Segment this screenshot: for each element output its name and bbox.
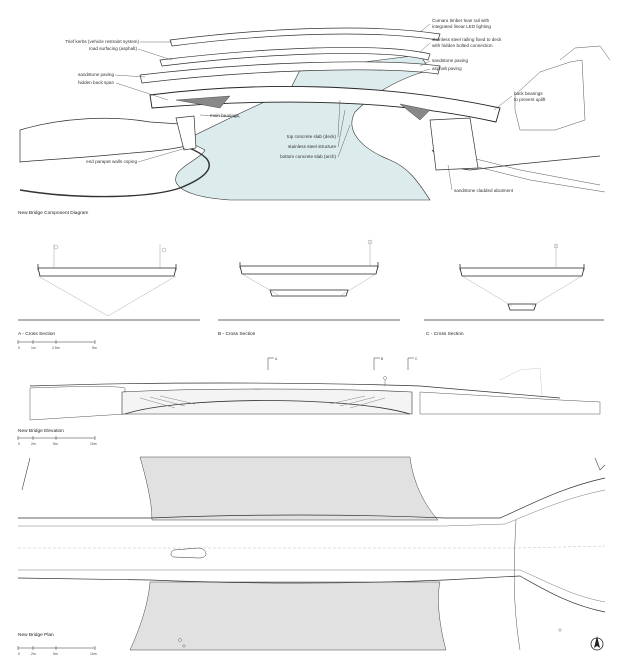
bridge-plan: New Bridge Plan 0 2m 5m 10m: [17, 456, 606, 656]
label-main-bearings: main bearings: [210, 113, 240, 118]
scale-elevation-1: 2m: [31, 442, 36, 446]
section-b: B - Cross Section: [218, 239, 400, 337]
section-marker-c-label: C: [415, 357, 418, 361]
label-bottom-slab: bottom concrete slab (arch): [280, 154, 336, 159]
left-bank: [19, 117, 187, 163]
scale-plan-2: 5m: [53, 652, 58, 656]
label-lean-rail-2: integrated linear LED lighting: [432, 24, 491, 29]
section-marker-a: [267, 357, 274, 370]
scale-elevation-3: 10m: [90, 442, 97, 446]
component-diagram: Trief kerbs (vehicle restraint system) r…: [18, 18, 611, 216]
elevation-struts: [139, 395, 386, 409]
scale-section-3: 5m: [92, 346, 97, 350]
title-plan: New Bridge Plan: [18, 632, 54, 638]
elevation-deck-lower: [121, 388, 413, 415]
river-water: [175, 54, 431, 201]
bridge-elevation: A B C New Bridge Elevation 0 2m 5m 10m: [17, 357, 601, 446]
scale-elevation-2: 5m: [53, 442, 58, 446]
plan-car: [170, 547, 207, 559]
steel-structure-hatch: [175, 95, 431, 121]
section-marker-c: [407, 357, 414, 370]
scale-plan-0: 0: [18, 652, 20, 656]
plan-road-edge-south: [17, 575, 606, 613]
right-abutment: [429, 117, 479, 171]
scale-plan-3: 10m: [90, 652, 97, 656]
section-a: A - Cross Section 0 1m 2.5m 5m: [17, 244, 200, 350]
plan-path-curve: [513, 519, 521, 651]
deck-top-slab: [149, 86, 501, 123]
left-bank-curve: [19, 145, 210, 198]
houses-outline: [514, 45, 611, 131]
label-asphalt-paving: asphalt paving: [432, 66, 462, 71]
label-railing-1: stainless steel railing fixed to deck: [432, 37, 502, 42]
label-steel-structure: stainless steel structure: [288, 144, 336, 149]
label-end-parapet: end parapet walls coping: [86, 159, 137, 164]
label-lean-rail-1: Cumaru timber lean rail with: [432, 18, 490, 23]
plan-road-edge-north: [18, 477, 606, 519]
plan-river-north: [139, 456, 439, 521]
section-c: C - Cross Section: [424, 243, 604, 337]
scale-plan-1: 2m: [31, 652, 36, 656]
cross-sections: A - Cross Section 0 1m 2.5m 5m B - Cross…: [17, 239, 604, 350]
plan-road-edge-north-inner: [18, 489, 606, 527]
scale-section-2: 2.5m: [52, 346, 60, 350]
label-sandstone-paving-right: sandstone paving: [432, 58, 468, 63]
plan-road-edge-south-inner: [18, 569, 606, 603]
elevation-deck: [29, 382, 561, 399]
section-marker-a-label: A: [275, 357, 278, 361]
timber-lean-rail: [169, 27, 441, 47]
plan-river-south: [129, 581, 447, 651]
label-railing-2: with hidden bolted connection: [432, 43, 493, 48]
section-marker-b-label: B: [381, 357, 384, 361]
north-arrow-icon: [590, 636, 604, 651]
title-section-b: B - Cross Section: [218, 331, 256, 337]
label-top-slab: top concrete slab (deck): [287, 134, 336, 139]
paving-layer: [139, 61, 441, 84]
title-section-a: A - Cross Section: [18, 331, 55, 337]
title-elevation: New Bridge Elevation: [18, 428, 64, 434]
scale-section-1: 1m: [31, 346, 36, 350]
title-component-diagram: New Bridge Component Diagram: [18, 210, 88, 216]
label-abutment: sandstone cladded abutment: [454, 188, 514, 193]
elevation-arch: [124, 400, 411, 415]
section-marker-b: [373, 357, 380, 370]
steel-railing: [159, 47, 431, 67]
scale-section-0: 0: [18, 346, 20, 350]
label-back-bearings-2: to prevent uplift: [514, 97, 546, 102]
left-abutment: [175, 115, 197, 151]
scale-elevation-0: 0: [18, 442, 20, 446]
label-sandstone-paving-left: sandstone paving: [78, 72, 114, 77]
label-road-surfacing: road surfacing (asphalt): [89, 46, 138, 51]
label-hidden-back-span: hidden back span: [78, 80, 114, 85]
plan-centre-line: [18, 545, 606, 549]
label-back-bearings-1: back bearings: [514, 91, 543, 96]
label-trief-kerbs: Trief kerbs (vehicle restraint system): [65, 39, 139, 44]
title-section-c: C - Cross Section: [426, 331, 464, 337]
